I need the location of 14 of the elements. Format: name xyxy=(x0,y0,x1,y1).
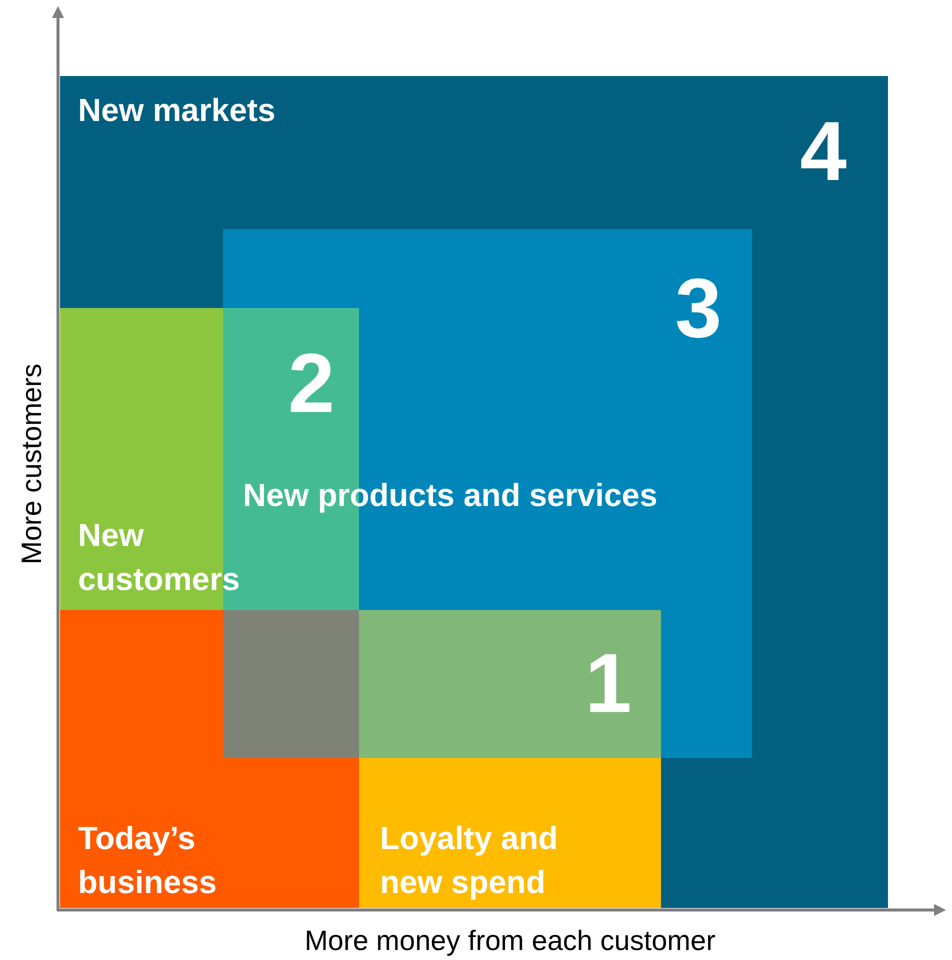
quadrant-number: 4 xyxy=(800,106,848,196)
region-label: Loyalty and new spend xyxy=(380,819,559,902)
region-label: Today’s business xyxy=(78,819,218,902)
axis-title: More money from each customer xyxy=(304,924,716,958)
quadrant-number: 2 xyxy=(288,338,336,428)
region-label: New customers xyxy=(78,516,241,599)
quadrant-number: 1 xyxy=(585,638,633,728)
region-label: New markets xyxy=(78,91,276,130)
loyalty-region xyxy=(359,610,661,908)
business-region xyxy=(60,610,359,908)
region-label: New products and services xyxy=(243,476,658,515)
axis-title: More customers xyxy=(15,362,48,566)
market-region xyxy=(60,76,888,908)
quadrant-number: 3 xyxy=(675,263,723,353)
